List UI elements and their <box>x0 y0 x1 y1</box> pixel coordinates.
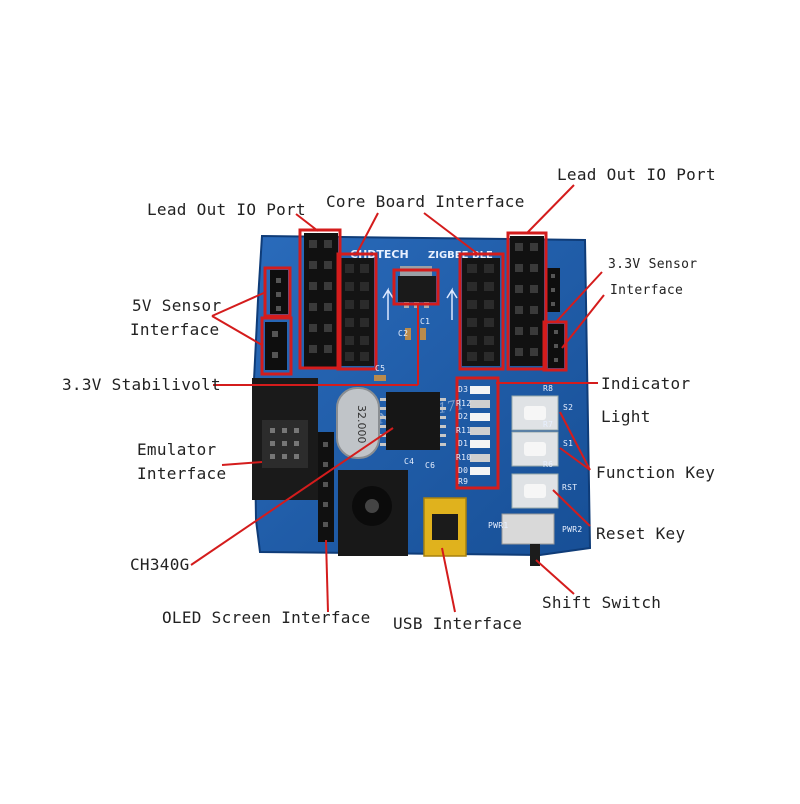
shift-switch-body <box>501 513 555 566</box>
label-reset-key: Reset Key <box>596 524 686 543</box>
pointer-lines <box>190 184 605 613</box>
label-emulator-line1: Emulator <box>137 440 217 459</box>
function-key-s1 <box>511 431 559 467</box>
highlight-boxes <box>260 228 568 490</box>
power-jack <box>338 470 408 556</box>
label-stabilivolt: 3.3V Stabilivolt <box>62 375 221 394</box>
brand-silk: CHDTECH <box>350 248 409 261</box>
crystal-label: 32.000 <box>355 405 368 444</box>
label-lead-out-io-right: Lead Out IO Port <box>557 165 716 184</box>
sensor-33v-header <box>546 268 564 368</box>
label-emulator-line2: Interface <box>137 464 227 483</box>
oled-screen-header <box>318 432 334 542</box>
label-shift-switch: Shift Switch <box>542 593 662 612</box>
label-oled: OLED Screen Interface <box>162 608 371 627</box>
ch340g-chip <box>380 392 446 450</box>
reset-key-switch <box>511 473 559 509</box>
emulator-interface-connector <box>252 378 318 500</box>
core-board-socket-right <box>462 258 500 366</box>
function-key-s2 <box>511 395 559 431</box>
label-function-key: Function Key <box>596 463 716 482</box>
label-ch340g: CH340G <box>130 555 190 574</box>
label-core-board-interface: Core Board Interface <box>326 192 525 211</box>
label-indicator-line1: Indicator <box>601 374 691 393</box>
label-lead-out-io-left: Lead Out IO Port <box>147 200 306 219</box>
label-5v-sensor-line2: Interface <box>130 320 220 339</box>
lead-out-io-left-header <box>304 233 338 367</box>
indicator-leds <box>470 386 490 475</box>
label-usb: USB Interface <box>393 614 523 633</box>
usb-connector <box>423 497 467 557</box>
label-33v-sensor-line2: Interface <box>610 283 684 298</box>
label-33v-sensor-line1: 3.3V Sensor <box>608 257 698 272</box>
core-board-socket-left <box>340 258 374 366</box>
crystal-oscillator: 32.000 <box>336 387 380 459</box>
sensor-5v-header <box>265 270 288 370</box>
lead-out-io-right-header <box>510 236 544 366</box>
label-5v-sensor-line1: 5V Sensor <box>132 296 222 315</box>
label-indicator-line2: Light <box>601 407 651 426</box>
